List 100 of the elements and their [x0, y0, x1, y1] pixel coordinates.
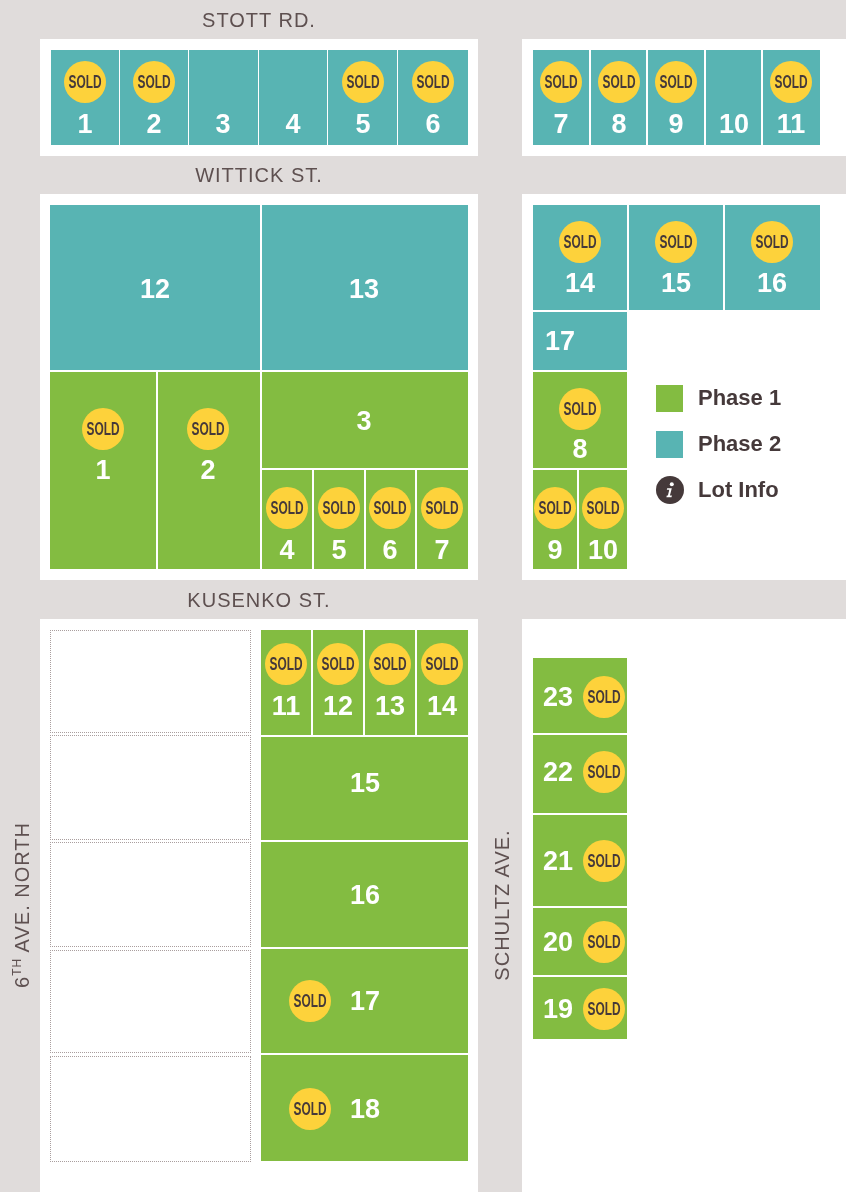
- sold-badge: SOLD: [598, 61, 640, 103]
- lot-number: 1: [95, 456, 111, 484]
- lot-number: 13: [349, 275, 379, 303]
- lot-number: 6: [425, 110, 441, 138]
- lot-parcel: [261, 1055, 468, 1161]
- lot-parcel: [706, 50, 761, 145]
- lot-parcel: [417, 470, 468, 569]
- lot-parcel: [533, 312, 627, 370]
- city-block: [40, 194, 478, 580]
- lot-number: 10: [588, 536, 618, 564]
- lot-parcel: [533, 205, 627, 310]
- lot-number: 16: [350, 881, 380, 909]
- lot-number: 16: [757, 269, 787, 297]
- lot-number: 9: [547, 536, 563, 564]
- lot-parcel: [261, 630, 311, 735]
- sold-badge: SOLD: [534, 487, 576, 529]
- lot-parcel: [259, 50, 327, 145]
- lot-parcel: [648, 50, 704, 145]
- lot-parcel: [579, 470, 627, 569]
- lot-parcel: [365, 630, 415, 735]
- lot-number: 6: [382, 536, 398, 564]
- lot-number: 13: [375, 692, 405, 720]
- lot-parcel: [262, 470, 312, 569]
- lot-parcel: [313, 630, 363, 735]
- lot-parcel: [725, 205, 820, 310]
- lot-number: 4: [279, 536, 295, 564]
- lot-parcel: [533, 372, 627, 468]
- lot-parcel: [328, 50, 397, 145]
- lot-number: 15: [350, 769, 380, 797]
- empty-lot: [50, 950, 251, 1053]
- lot-number: 14: [427, 692, 457, 720]
- lot-parcel: [189, 50, 258, 145]
- lot-number: 11: [776, 110, 806, 138]
- sold-badge: SOLD: [187, 408, 229, 450]
- lot-parcel: [533, 470, 577, 569]
- sold-badge: SOLD: [412, 61, 454, 103]
- lot-number: 5: [331, 536, 347, 564]
- lot-number: 5: [355, 110, 371, 138]
- sold-badge: SOLD: [655, 221, 697, 263]
- street-name: STOTT RD.: [202, 10, 316, 30]
- lot-parcel: [763, 50, 820, 145]
- sold-badge: SOLD: [582, 487, 624, 529]
- sold-badge: SOLD: [770, 61, 812, 103]
- empty-lot: [50, 1056, 251, 1162]
- sold-badge: SOLD: [421, 487, 463, 529]
- lot-number: 17: [545, 327, 575, 355]
- lot-number: 7: [553, 110, 569, 138]
- sold-badge: SOLD: [318, 487, 360, 529]
- empty-lot: [50, 630, 251, 733]
- city-block: [40, 619, 478, 1192]
- lot-number: 22: [543, 758, 573, 786]
- sold-badge: SOLD: [540, 61, 582, 103]
- lot-parcel: [262, 372, 468, 468]
- street-name: KUSENKO ST.: [187, 590, 331, 610]
- lot-parcel: [314, 470, 364, 569]
- lot-number: 12: [140, 275, 170, 303]
- lot-number: 9: [668, 110, 684, 138]
- city-block: [522, 39, 846, 156]
- lot-parcel: [51, 50, 119, 145]
- street-name: SCHULTZ AVE.: [492, 829, 512, 981]
- lot-number: 3: [356, 407, 372, 435]
- lot-number: 8: [611, 110, 627, 138]
- city-block: [40, 39, 478, 156]
- lot-number: 17: [350, 987, 380, 1015]
- sold-badge: SOLD: [583, 751, 625, 793]
- sold-badge: SOLD: [583, 676, 625, 718]
- sold-badge: SOLD: [133, 61, 175, 103]
- lot-parcel: [261, 949, 468, 1053]
- legend-label: Lot Info: [698, 479, 779, 501]
- lot-parcel: [50, 205, 260, 370]
- lot-number: 4: [285, 110, 301, 138]
- lot-number: 12: [323, 692, 353, 720]
- lot-parcel: [262, 205, 468, 370]
- lot-parcel: [533, 735, 627, 813]
- lot-number: 18: [350, 1095, 380, 1123]
- lot-parcel: [366, 470, 415, 569]
- lot-number: 1: [77, 110, 93, 138]
- lot-number: 11: [271, 692, 301, 720]
- lot-number: 8: [572, 435, 588, 463]
- lot-number: 7: [434, 536, 450, 564]
- lot-parcel: [533, 50, 589, 145]
- street-name: WITTICK ST.: [195, 165, 323, 185]
- sold-badge: SOLD: [289, 980, 331, 1022]
- lot-parcel: [533, 658, 627, 733]
- sold-badge: SOLD: [342, 61, 384, 103]
- sold-badge: SOLD: [583, 988, 625, 1030]
- lot-number: 2: [146, 110, 162, 138]
- lot-number: 15: [661, 269, 691, 297]
- sold-badge: SOLD: [421, 643, 463, 685]
- lot-number: 2: [200, 456, 216, 484]
- lot-parcel: [417, 630, 468, 735]
- city-block: [522, 194, 846, 580]
- lot-number: 14: [565, 269, 595, 297]
- legend-label: Phase 2: [698, 433, 782, 455]
- lot-parcel: [629, 205, 723, 310]
- lot-parcel: [50, 372, 156, 569]
- lot-parcel: [261, 842, 468, 947]
- lot-number: 3: [215, 110, 231, 138]
- sold-badge: SOLD: [369, 643, 411, 685]
- empty-lot: [50, 735, 251, 840]
